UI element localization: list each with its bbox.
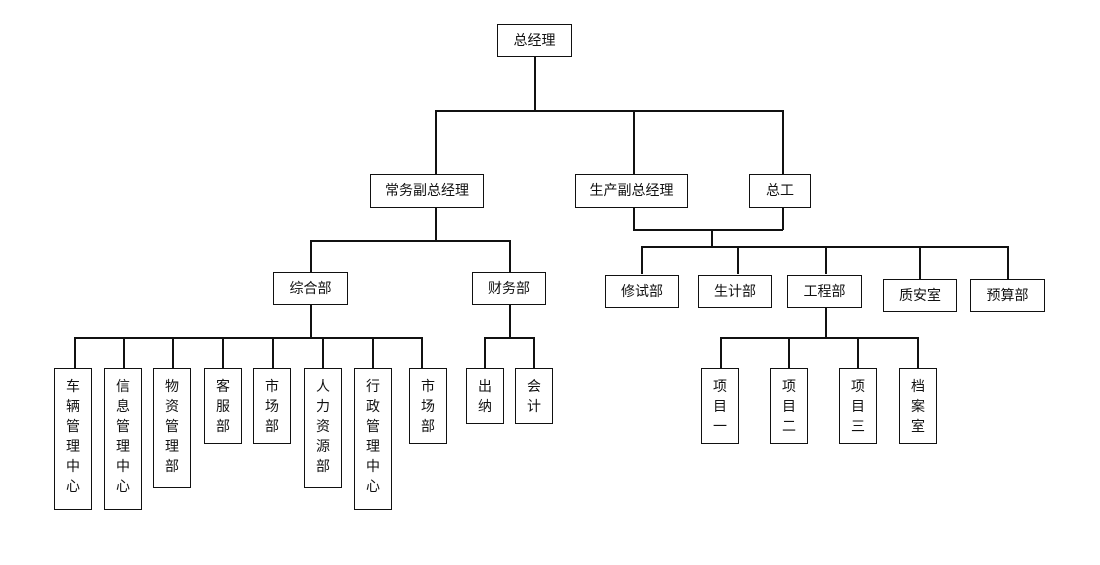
connector bbox=[641, 246, 1008, 248]
connector bbox=[272, 337, 274, 368]
node-vehicle-center: 车辆管理中心 bbox=[54, 368, 92, 510]
connector bbox=[782, 208, 784, 230]
node-archive-office: 档案室 bbox=[899, 368, 937, 444]
connector bbox=[322, 337, 324, 368]
node-general-dept: 综合部 bbox=[273, 272, 348, 305]
connector bbox=[509, 305, 511, 337]
node-project-2: 项目二 bbox=[770, 368, 808, 444]
node-executive-vp: 常务副总经理 bbox=[370, 174, 484, 208]
node-cashier: 出纳 bbox=[466, 368, 504, 424]
connector bbox=[484, 337, 486, 368]
node-market-dept-1: 市场部 bbox=[253, 368, 291, 444]
connector bbox=[919, 246, 921, 279]
node-accounting: 会计 bbox=[515, 368, 553, 424]
connector bbox=[484, 337, 534, 339]
connector bbox=[857, 337, 859, 368]
connector bbox=[509, 240, 511, 272]
connector bbox=[711, 229, 713, 246]
node-customer-service-dept: 客服部 bbox=[204, 368, 242, 444]
connector bbox=[435, 110, 437, 174]
node-project-1: 项目一 bbox=[701, 368, 739, 444]
connector bbox=[123, 337, 125, 368]
node-quality-safety-office: 质安室 bbox=[883, 279, 957, 312]
connector bbox=[633, 110, 635, 174]
connector bbox=[533, 337, 535, 368]
connector bbox=[222, 337, 224, 368]
node-production-plan-dept: 生计部 bbox=[698, 275, 772, 308]
node-finance-dept: 财务部 bbox=[472, 272, 546, 305]
connector bbox=[310, 240, 312, 272]
connector bbox=[74, 337, 423, 339]
node-admin-center: 行政管理中心 bbox=[354, 368, 392, 510]
node-repair-dept: 修试部 bbox=[605, 275, 679, 308]
connector bbox=[310, 305, 312, 337]
connector bbox=[435, 208, 437, 240]
connector bbox=[788, 337, 790, 368]
connector bbox=[633, 229, 783, 231]
connector bbox=[435, 110, 783, 112]
node-it-center: 信息管理中心 bbox=[104, 368, 142, 510]
connector bbox=[633, 208, 635, 230]
node-materials-dept: 物资管理部 bbox=[153, 368, 191, 488]
connector bbox=[534, 56, 536, 110]
connector bbox=[421, 337, 423, 368]
connector bbox=[310, 240, 510, 242]
connector bbox=[172, 337, 174, 368]
connector bbox=[720, 337, 722, 368]
node-market-dept-2: 市场部 bbox=[409, 368, 447, 444]
connector bbox=[1007, 246, 1009, 279]
connector bbox=[825, 308, 827, 337]
node-engineering-dept: 工程部 bbox=[787, 275, 862, 308]
node-general-manager: 总经理 bbox=[497, 24, 572, 57]
node-hr-dept: 人力资源部 bbox=[304, 368, 342, 488]
connector bbox=[737, 246, 739, 274]
connector bbox=[825, 246, 827, 274]
node-project-3: 项目三 bbox=[839, 368, 877, 444]
connector bbox=[782, 110, 784, 174]
connector bbox=[917, 337, 919, 368]
connector bbox=[74, 337, 76, 368]
connector bbox=[372, 337, 374, 368]
node-budget-dept: 预算部 bbox=[970, 279, 1045, 312]
node-chief-engineer: 总工 bbox=[749, 174, 811, 208]
node-production-vp: 生产副总经理 bbox=[575, 174, 688, 208]
connector bbox=[720, 337, 918, 339]
connector bbox=[641, 246, 643, 274]
